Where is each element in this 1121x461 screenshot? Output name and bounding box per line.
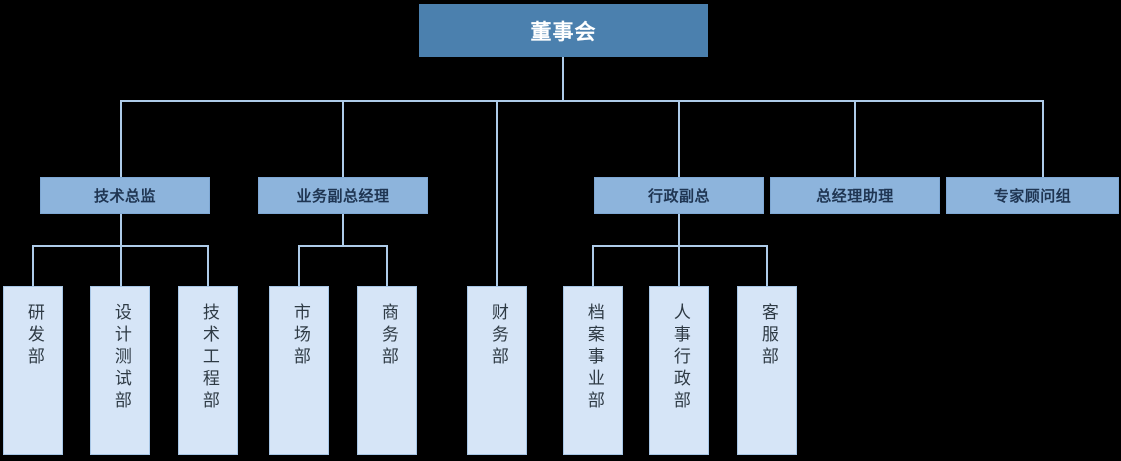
node-label: 档案事业部 — [583, 303, 604, 413]
node-hr-admin[interactable]: 人事行政部 — [649, 286, 709, 455]
node-label: 业务副总经理 — [296, 187, 390, 205]
node-design-test[interactable]: 设计测试部 — [90, 286, 150, 455]
connector-drop-business-vp — [342, 100, 344, 178]
connector-bus-admin-vp — [592, 245, 768, 247]
node-label: 总经理助理 — [816, 187, 894, 205]
connector-stem-tech-director — [120, 213, 122, 246]
node-expert-group[interactable]: 专家顾问组 — [946, 177, 1119, 214]
node-label: 研发部 — [23, 303, 44, 369]
connector-bus-business-vp — [298, 245, 388, 247]
node-label: 行政副总 — [647, 187, 710, 205]
node-archive-div[interactable]: 档案事业部 — [563, 286, 623, 455]
connector-drop-tech-eng — [207, 245, 209, 286]
connector-drop-gm-assistant — [854, 100, 856, 178]
node-admin-vp[interactable]: 行政副总 — [594, 177, 764, 214]
connector-drop-service-dept — [766, 245, 768, 286]
node-label: 技术工程部 — [198, 303, 219, 413]
connector-drop-commerce-dept — [386, 245, 388, 286]
node-label: 技术总监 — [93, 187, 156, 205]
node-commerce-dept[interactable]: 商务部 — [357, 286, 417, 455]
node-label: 商务部 — [377, 303, 398, 369]
node-tech-director[interactable]: 技术总监 — [40, 177, 210, 214]
node-label: 市场部 — [289, 303, 310, 369]
node-label: 财务部 — [487, 303, 508, 369]
connector-stem-business-vp — [342, 213, 344, 246]
node-label: 董事会 — [530, 19, 597, 44]
connector-drop-market-dept — [298, 245, 300, 286]
node-label: 人事行政部 — [669, 303, 690, 413]
connector-drop-design-test — [120, 245, 122, 286]
node-label: 设计测试部 — [110, 303, 131, 413]
connector-drop-archive-div — [592, 245, 594, 286]
connector-stem-admin-vp — [678, 213, 680, 246]
connector-drop-rd-dept — [32, 245, 34, 286]
connector-drop-hr-admin — [678, 245, 680, 286]
node-market-dept[interactable]: 市场部 — [269, 286, 329, 455]
connector-drop-expert-group — [1042, 100, 1044, 178]
node-label: 客服部 — [757, 303, 778, 369]
node-rd-dept[interactable]: 研发部 — [3, 286, 63, 455]
connector-drop-admin-vp — [678, 100, 680, 178]
node-gm-assistant[interactable]: 总经理助理 — [770, 177, 940, 214]
connector-drop-finance-dept — [496, 100, 498, 286]
node-service-dept[interactable]: 客服部 — [737, 286, 797, 455]
node-finance-dept[interactable]: 财务部 — [467, 286, 527, 455]
node-label: 专家顾问组 — [993, 187, 1072, 205]
connector-root-stem — [562, 57, 564, 101]
node-tech-eng[interactable]: 技术工程部 — [178, 286, 238, 455]
node-board-of-directors[interactable]: 董事会 — [419, 4, 708, 57]
connector-drop-tech-director — [120, 100, 122, 178]
connector-main-bus — [120, 100, 1044, 102]
node-business-vp[interactable]: 业务副总经理 — [258, 177, 428, 214]
